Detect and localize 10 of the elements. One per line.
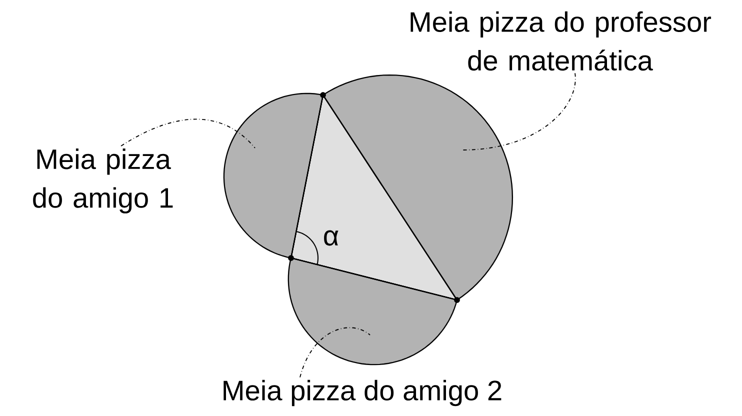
half-pizza (288, 257, 458, 366)
angle-label: α (324, 230, 338, 246)
leader-line (300, 327, 370, 378)
label-text: Meia pizza do professor de matemática (410, 11, 712, 71)
half-pizza (223, 92, 324, 259)
label-text: Meia pizza do amigo 2 (224, 380, 502, 406)
leader-line (462, 72, 576, 150)
leader-line (120, 118, 256, 148)
half-pizza (322, 74, 514, 301)
label-text: Meia pizza do amigo 1 (33, 148, 173, 214)
